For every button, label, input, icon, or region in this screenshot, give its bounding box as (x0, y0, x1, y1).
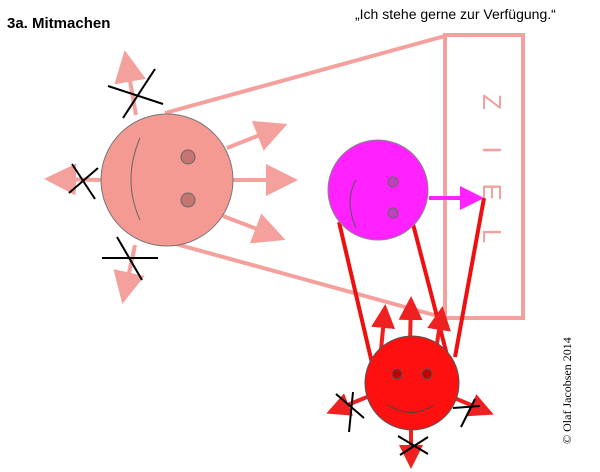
red-face (364, 335, 460, 431)
magenta-face (327, 139, 429, 241)
faded-face (100, 113, 234, 247)
faded-connection-lines (164, 34, 446, 320)
cross-marks (68, 68, 164, 281)
faded-face-mouth (130, 137, 141, 221)
red-face-mouth (387, 404, 435, 413)
svg-text:Z: Z (477, 94, 507, 110)
faded-face-eye (180, 149, 196, 165)
goal-box (443, 33, 525, 320)
goal-label: Z I E L (477, 94, 507, 243)
magenta-face-mouth (349, 179, 357, 229)
page-title: 3a. Mitmachen (7, 15, 111, 32)
svg-text:L: L (477, 229, 507, 243)
red-cross-marks (335, 391, 481, 456)
svg-text:E: E (477, 183, 507, 200)
red-face-eye (391, 368, 403, 380)
faded-face-eye (180, 192, 196, 208)
red-face-eye (421, 368, 433, 380)
magenta-face-eye (387, 176, 399, 188)
quote-text: „Ich stehe gerne zur Verfügung.“ (355, 6, 556, 22)
svg-text:I: I (477, 146, 507, 153)
magenta-face-eye (387, 207, 399, 219)
faded-arrows (44, 50, 298, 304)
red-connection-lines (337, 197, 486, 364)
